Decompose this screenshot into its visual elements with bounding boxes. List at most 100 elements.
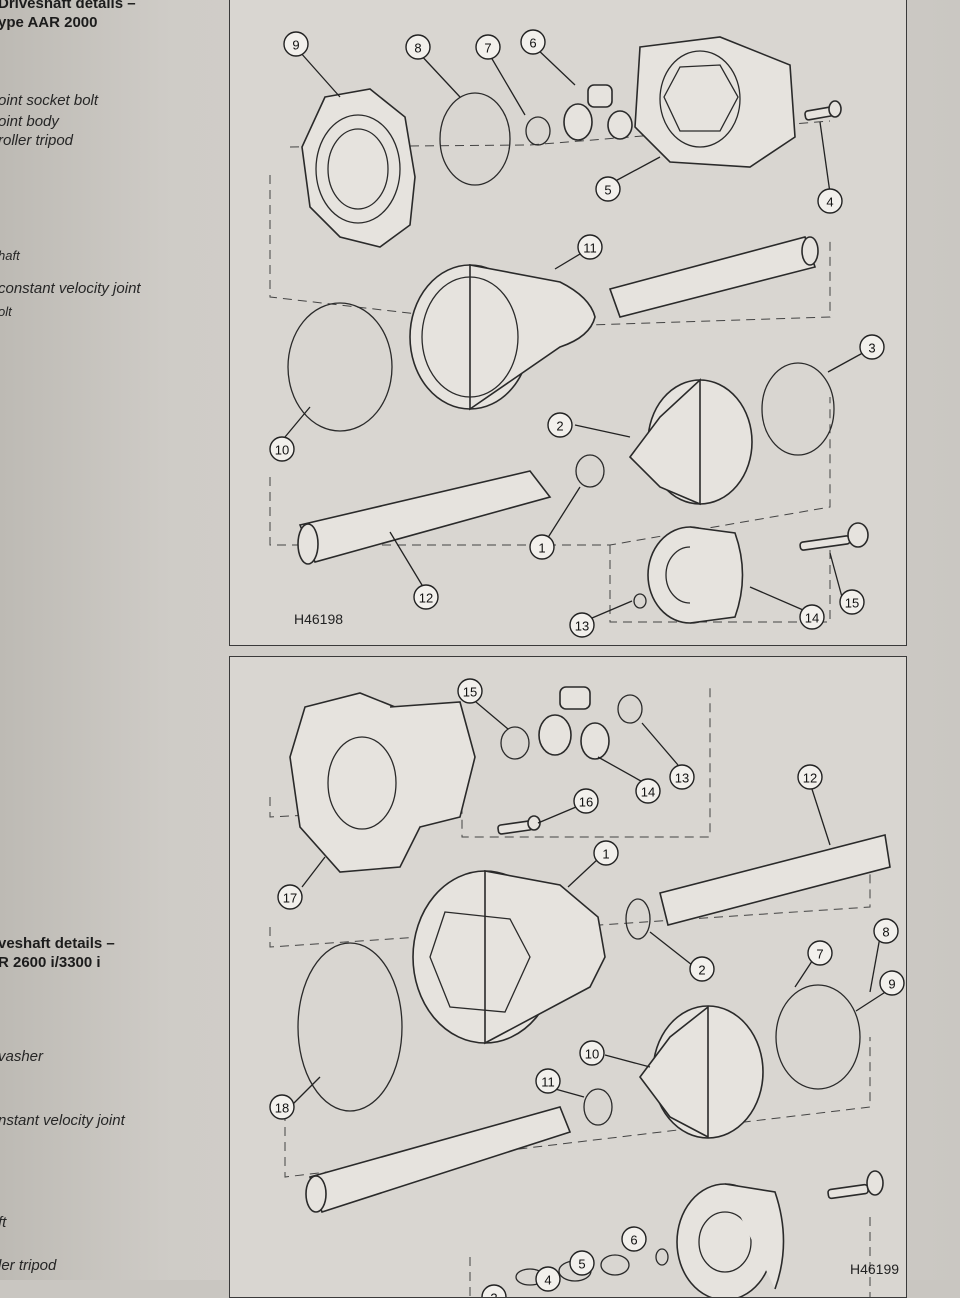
cv-joint-drawing [676, 1183, 785, 1297]
flexible-coupling-drawing [289, 692, 476, 873]
small-ring-drawing [633, 593, 647, 609]
callout-label: 18 [275, 1101, 289, 1116]
callout-circle [269, 436, 295, 462]
callout-11: 11 [577, 234, 603, 260]
roller-tripod-drawing [538, 686, 610, 760]
callout-label: 6 [630, 1233, 637, 1248]
callout-7: 7 [475, 34, 501, 60]
top-caption-item: oint body [0, 113, 59, 130]
callout-label: 1 [602, 847, 609, 862]
callout-6: 6 [621, 1226, 647, 1252]
callout-circle [577, 234, 603, 260]
callout-label: 4 [826, 195, 833, 210]
boot-circlip-drawing [625, 898, 651, 940]
flange-cover-drawing [301, 88, 416, 248]
callout-circle [839, 589, 865, 615]
bottom-leader-lines [291, 696, 891, 1106]
caption-column: Driveshaft details – ype AAR 2000 oint s… [0, 0, 230, 1280]
callout-8: 8 [405, 34, 431, 60]
large-boot-drawing [412, 870, 606, 1045]
callout-2: 2 [689, 956, 715, 982]
callout-label: 5 [604, 183, 611, 198]
callout-circle [669, 764, 695, 790]
cv-joint-drawing [647, 526, 744, 624]
bottom-caption-item: nstant velocity joint [0, 1112, 125, 1129]
callout-label: 13 [575, 619, 589, 634]
callout-circle [879, 970, 905, 996]
callout-15: 15 [457, 678, 483, 704]
small-boot-drawing [639, 1005, 764, 1139]
coupling-bolt-drawing [497, 815, 541, 835]
cv-bolt-drawing [827, 1170, 884, 1200]
callout-10: 10 [269, 436, 295, 462]
callout-label: 15 [463, 685, 477, 700]
callout-label: 3 [868, 341, 875, 356]
callout-circle [269, 1094, 295, 1120]
circlip-drawing [525, 116, 551, 146]
socket-bolt-drawing [804, 100, 842, 121]
callout-label: 2 [556, 419, 563, 434]
callout-circle [569, 612, 595, 638]
callout-label: 12 [419, 591, 433, 606]
callout-circle [689, 956, 715, 982]
tripod-circlip-drawing [500, 726, 530, 760]
callout-circle [859, 334, 885, 360]
top-caption-item: haft [0, 248, 20, 263]
small-boot-drawing [628, 378, 753, 506]
callout-label: 8 [882, 925, 889, 940]
bottom-figure-panel: 123456789101112131415161718 H46199 [229, 656, 907, 1298]
callout-circle [283, 31, 309, 57]
shaft-circlip-drawing [583, 1088, 613, 1126]
callout-circle [621, 1226, 647, 1252]
callout-1: 1 [529, 534, 555, 560]
callout-circle [797, 764, 823, 790]
callout-label: 2 [698, 963, 705, 978]
bottom-caption-title-line1: veshaft details – [0, 935, 115, 952]
callout-label: 9 [888, 977, 895, 992]
callout-label: 10 [585, 1047, 599, 1062]
callout-circle [569, 1250, 595, 1276]
callout-14: 14 [799, 604, 825, 630]
joint-body-drawing [634, 36, 796, 168]
callout-label: 9 [292, 38, 299, 53]
callout-label: 15 [845, 596, 859, 611]
roller-tripod-drawing [563, 84, 633, 141]
callout-label: 7 [484, 41, 491, 56]
callout-circle [873, 918, 899, 944]
callout-circle [529, 534, 555, 560]
callout-circle [535, 1068, 561, 1094]
callout-label: 11 [583, 241, 597, 256]
callout-7: 7 [807, 940, 833, 966]
callout-circle [807, 940, 833, 966]
callout-18: 18 [269, 1094, 295, 1120]
bottom-exploded-diagram: 123456789101112131415161718 [269, 678, 905, 1297]
cv-bolt-drawing [799, 522, 869, 551]
callout-3: 3 [481, 1284, 507, 1297]
callout-11: 11 [535, 1068, 561, 1094]
large-clamp-drawing [287, 302, 393, 432]
callout-8: 8 [873, 918, 899, 944]
callout-circle [579, 1040, 605, 1066]
callout-14: 14 [635, 778, 661, 804]
callout-12: 12 [797, 764, 823, 790]
o-ring-drawing [439, 92, 511, 186]
callout-15: 15 [839, 589, 865, 615]
callout-4: 4 [535, 1266, 561, 1292]
top-caption-title: Driveshaft details – ype AAR 2000 [0, 0, 136, 32]
callout-label: 11 [541, 1075, 555, 1090]
top-caption-item: roller tripod [0, 132, 74, 149]
top-leader-lines [284, 46, 871, 622]
callout-16: 16 [573, 788, 599, 814]
callout-label: 12 [803, 771, 817, 786]
callout-9: 9 [283, 31, 309, 57]
bottom-caption-item: ler tripod [0, 1257, 57, 1274]
callout-circle [413, 584, 439, 610]
callout-label: 13 [675, 771, 689, 786]
bottom-caption-item: ft [0, 1214, 7, 1231]
upper-shaft-drawing [659, 834, 891, 926]
callout-circle [595, 176, 621, 202]
